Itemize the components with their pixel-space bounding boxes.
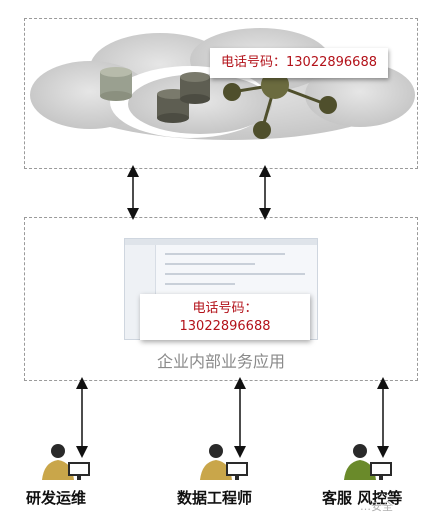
- top-phone-label: 电话号码：: [221, 55, 287, 70]
- cloud-icon: [30, 28, 415, 140]
- enterprise-app-panel: [24, 217, 418, 381]
- thumbnail-line: [165, 273, 305, 275]
- database-icon-left: [100, 67, 132, 101]
- thumbnail-line: [165, 263, 255, 265]
- top-phone-box: 电话号码：13022896688: [210, 48, 388, 78]
- person-label-3: 客服 风控等: [322, 489, 403, 507]
- person-icon-2: [200, 444, 248, 480]
- middle-phone-label: 电话号码：: [192, 301, 258, 316]
- database-icon-center: [180, 72, 210, 104]
- person-icon-1: [42, 444, 90, 480]
- middle-phone-box: 电话号码： 13022896688: [140, 294, 310, 340]
- watermark: …安全: [360, 500, 393, 513]
- top-phone-number: 13022896688: [286, 55, 377, 70]
- person-label-1: 研发运维: [26, 489, 87, 507]
- middle-phone-number: 13022896688: [179, 319, 271, 334]
- network-icon: [223, 58, 337, 139]
- thumbnail-line: [165, 283, 235, 285]
- thumbnail-line: [165, 253, 285, 255]
- person-label-2: 数据工程师: [177, 489, 253, 507]
- enterprise-app-caption: 企业内部业务应用: [156, 352, 285, 371]
- thumbnail-toolbar: [125, 239, 317, 245]
- person-icon-3: [344, 444, 392, 480]
- cloud-panel: [24, 18, 418, 169]
